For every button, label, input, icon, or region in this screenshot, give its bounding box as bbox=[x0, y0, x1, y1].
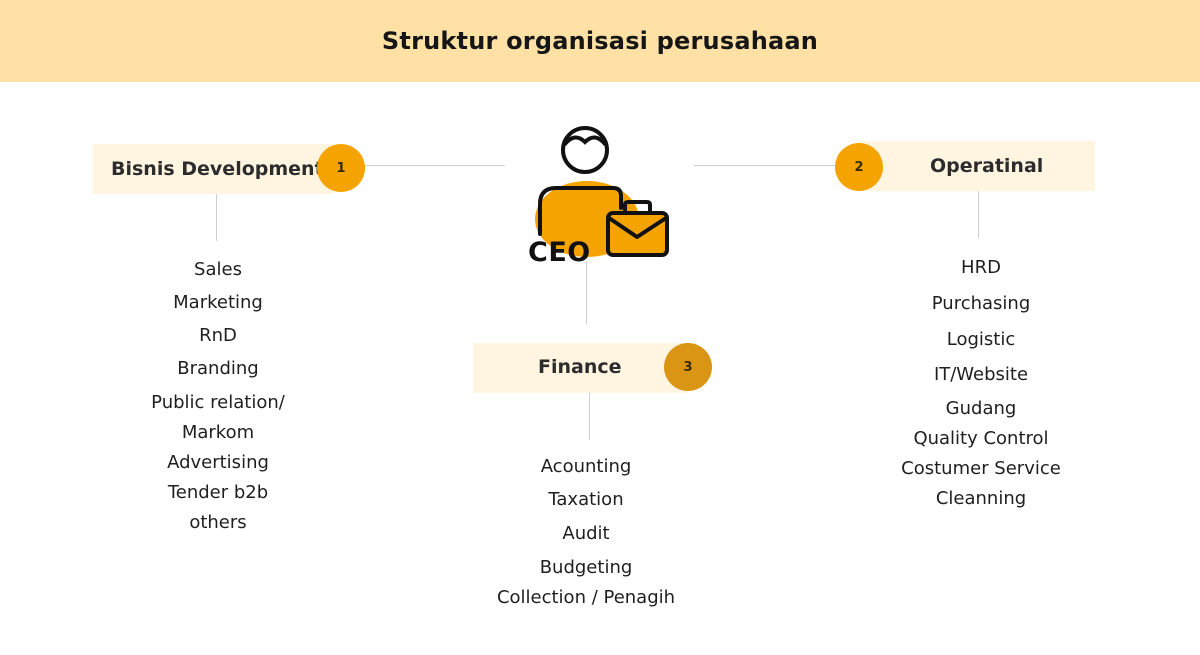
list-item: Advertising bbox=[167, 452, 269, 473]
list-item: Taxation bbox=[548, 489, 624, 510]
connector-bisnis-list bbox=[216, 190, 217, 241]
list-item: Sales bbox=[194, 259, 242, 280]
list-item: Tender b2b bbox=[167, 482, 269, 503]
badge-1: 1 bbox=[317, 144, 365, 192]
list-item: HRD bbox=[961, 257, 1001, 278]
connector-finance-list bbox=[589, 392, 590, 440]
list-item: Purchasing bbox=[931, 293, 1031, 314]
connector-ceo-finance bbox=[586, 262, 587, 324]
list-item: RnD bbox=[199, 325, 237, 346]
list-item: Quality Control bbox=[913, 428, 1049, 449]
dept-box-bisnis-development bbox=[93, 144, 333, 194]
list-item: Gudang bbox=[945, 398, 1017, 419]
dept-list-bisnis-development: Sales Marketing RnD Branding Public rela… bbox=[98, 255, 338, 538]
list-item: IT/Website bbox=[933, 364, 1029, 385]
dept-label-operatinal: Operatinal bbox=[930, 155, 1044, 177]
dept-label-finance: Finance bbox=[538, 356, 622, 378]
dept-box-operatinal bbox=[858, 141, 1095, 191]
ceo-icon-group bbox=[525, 122, 675, 272]
badge-3: 3 bbox=[664, 343, 712, 391]
dept-list-operatinal: HRD Purchasing Logistic IT/Website Gudan… bbox=[861, 253, 1101, 514]
dept-box-finance bbox=[473, 343, 688, 393]
list-item: Branding bbox=[177, 358, 259, 379]
ceo-label: CEO bbox=[528, 237, 591, 268]
list-item: Cleanning bbox=[935, 488, 1027, 509]
ceo-person-icon bbox=[535, 126, 669, 257]
page-title: Struktur organisasi perusahaan bbox=[381, 27, 819, 55]
list-item: Marketing bbox=[173, 292, 263, 313]
header-banner: Struktur organisasi perusahaan bbox=[0, 0, 1200, 82]
list-item: Acounting bbox=[540, 456, 632, 477]
dept-label-bisnis-development: Bisnis Development bbox=[111, 158, 324, 180]
list-item: others bbox=[189, 512, 247, 533]
list-item: Costumer Service bbox=[901, 458, 1061, 479]
connector-operatinal-list bbox=[978, 190, 979, 238]
list-item: Markom bbox=[181, 422, 255, 443]
list-item: Public relation/ bbox=[151, 392, 285, 413]
list-item: Audit bbox=[562, 523, 610, 544]
connector-ceo-operatinal bbox=[694, 165, 835, 166]
list-item: Collection / Penagih bbox=[496, 587, 676, 608]
dept-list-finance: Acounting Taxation Audit Budgeting Colle… bbox=[466, 451, 706, 610]
list-item: Budgeting bbox=[539, 557, 633, 578]
badge-2: 2 bbox=[835, 143, 883, 191]
list-item: Logistic bbox=[946, 329, 1016, 350]
connector-ceo-bisnis bbox=[364, 165, 505, 166]
